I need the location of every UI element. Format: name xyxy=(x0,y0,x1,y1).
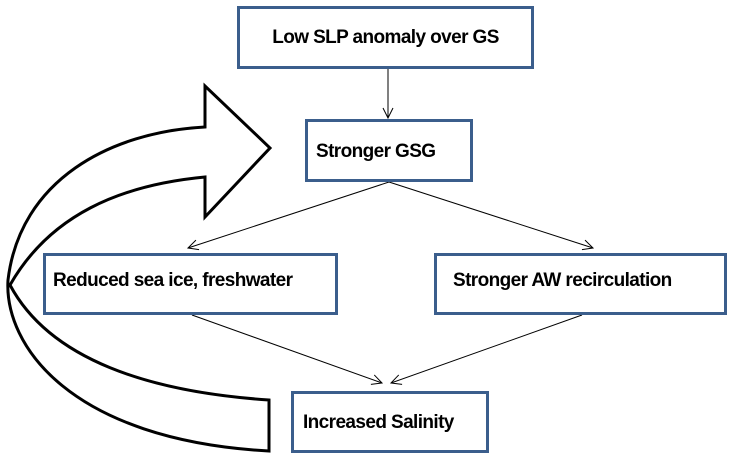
edge-aw-to-sal xyxy=(391,314,583,383)
node-label: Low SLP anomaly over GS xyxy=(272,26,499,48)
edge-gsg-to-ice xyxy=(188,181,390,248)
node-label: Stronger GSG xyxy=(316,140,436,162)
node-stronger-aw-recirculation: Stronger AW recirculation xyxy=(434,253,727,315)
node-low-slp-anomaly: Low SLP anomaly over GS xyxy=(237,6,534,69)
feedback-curved-arrow xyxy=(6,82,273,453)
node-stronger-gsg: Stronger GSG xyxy=(305,119,473,182)
node-label: Stronger AW recirculation xyxy=(453,270,672,291)
node-label: Increased Salinity xyxy=(303,412,454,433)
node-reduced-sea-ice: Reduced sea ice, freshwater xyxy=(43,253,338,315)
edge-ice-to-sal xyxy=(191,314,382,383)
node-label: Reduced sea ice, freshwater xyxy=(53,270,293,291)
node-increased-salinity: Increased Salinity xyxy=(291,391,489,453)
edge-gsg-to-aw xyxy=(388,181,593,248)
